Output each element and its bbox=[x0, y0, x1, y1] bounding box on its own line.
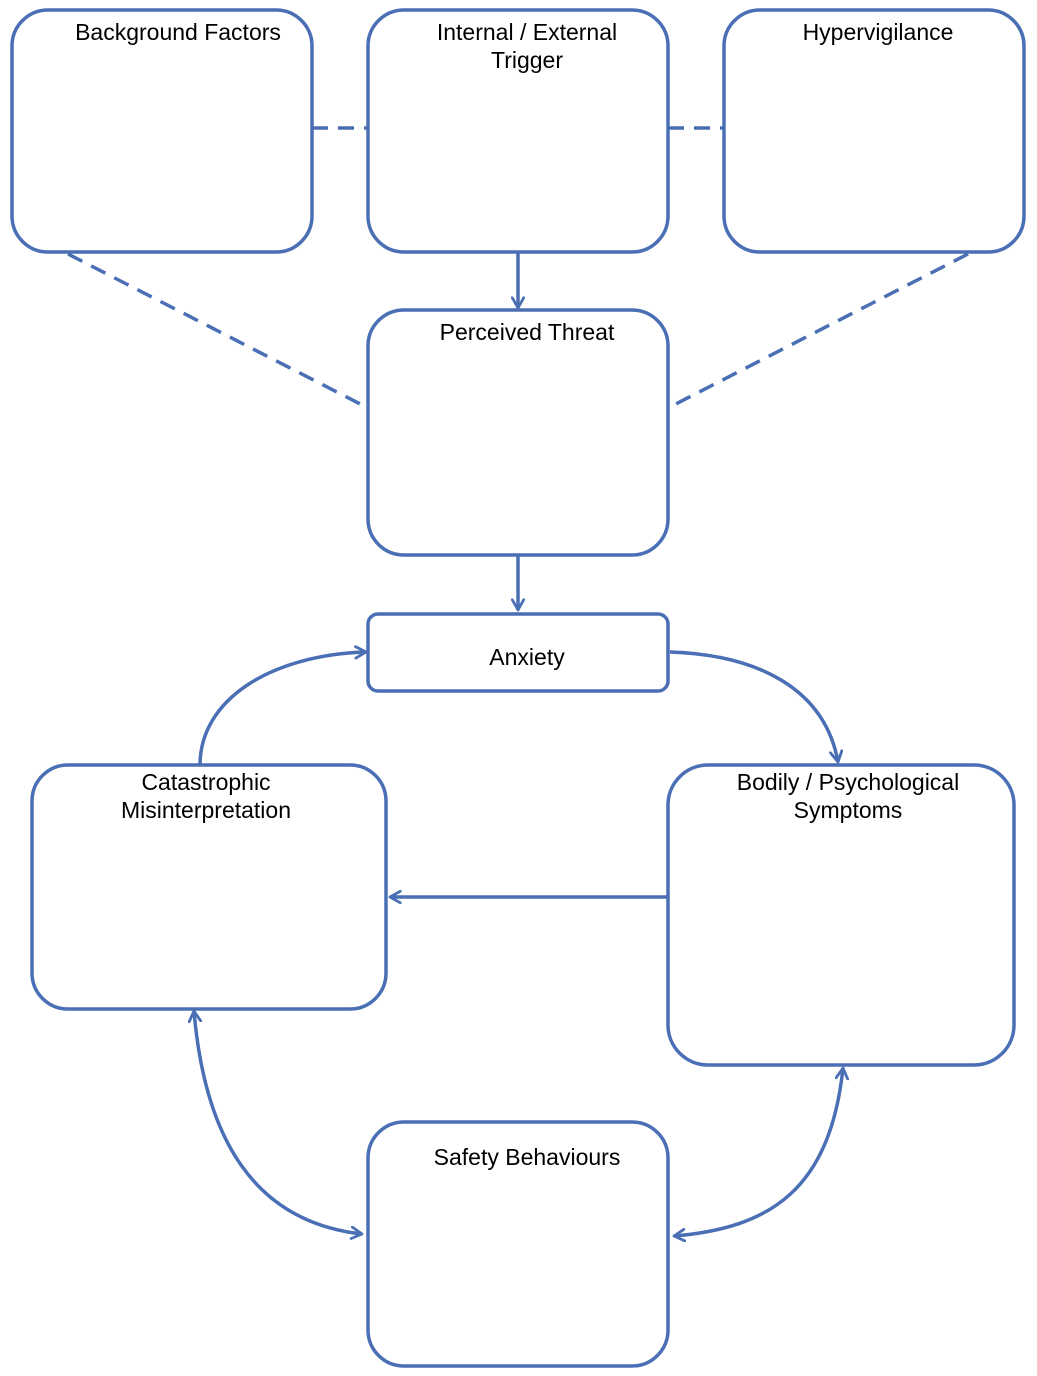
node-trigger-label-line1: Internal / External bbox=[437, 19, 617, 45]
node-catastrophic-label-line1: Catastrophic bbox=[141, 769, 270, 795]
node-bodily-label-line1: Bodily / Psychological bbox=[737, 769, 959, 795]
arrow-catastrophic-to-anxiety bbox=[198, 652, 366, 766]
dashed-link-hypervigilance-threat bbox=[667, 252, 969, 410]
node-bodily-psychological-symptoms: Bodily / Psychological Symptoms bbox=[666, 763, 1016, 1067]
node-catastrophic-misinterpretation: Catastrophic Misinterpretation bbox=[30, 763, 388, 1011]
dashed-link-background-threat bbox=[67, 252, 369, 410]
node-anxiety: Anxiety bbox=[366, 612, 670, 693]
node-trigger-label-line2: Trigger bbox=[491, 47, 563, 73]
arrow-catastrophic-safety-bidirectional bbox=[194, 1011, 362, 1234]
node-hypervigilance-label: Hypervigilance bbox=[803, 19, 954, 45]
node-hypervigilance: Hypervigilance bbox=[722, 8, 1026, 254]
node-safety-behaviours-label: Safety Behaviours bbox=[434, 1144, 621, 1170]
arrow-bodily-safety-bidirectional bbox=[674, 1068, 843, 1236]
node-background-factors-label: Background Factors bbox=[75, 19, 281, 45]
node-bodily-label-line2: Symptoms bbox=[794, 797, 903, 823]
node-catastrophic-label-line2: Misinterpretation bbox=[121, 797, 291, 823]
node-safety-behaviours: Safety Behaviours bbox=[366, 1120, 670, 1368]
node-perceived-threat: Perceived Threat bbox=[366, 308, 670, 557]
node-perceived-threat-label: Perceived Threat bbox=[440, 319, 615, 345]
node-anxiety-label: Anxiety bbox=[489, 644, 565, 670]
node-background-factors: Background Factors bbox=[10, 8, 314, 254]
node-internal-external-trigger: Internal / External Trigger bbox=[366, 8, 670, 254]
arrow-anxiety-to-bodily bbox=[669, 650, 838, 762]
